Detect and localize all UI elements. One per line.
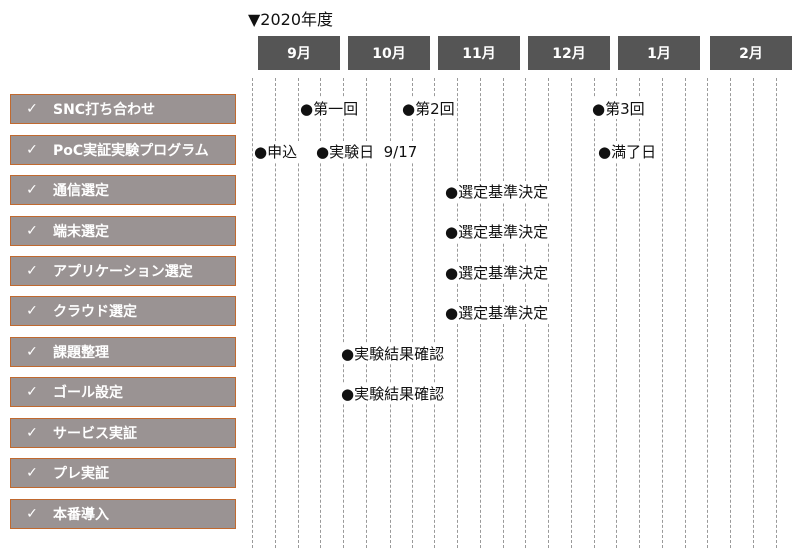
task-label: 課題整理 xyxy=(53,345,109,361)
task-label: クラウド選定 xyxy=(53,304,137,320)
gridline xyxy=(275,78,276,548)
month-header-nov: 11月 xyxy=(438,36,520,70)
gridline xyxy=(412,78,413,548)
check-icon: ✓ xyxy=(26,465,38,481)
event-experiment-day: ●実験日 9/17 xyxy=(316,141,420,162)
task-app-selection: ✓ アプリケーション選定 xyxy=(10,256,236,286)
task-network-selection: ✓ 通信選定 xyxy=(10,175,236,205)
task-device-selection: ✓ 端末選定 xyxy=(10,216,236,246)
gridline xyxy=(639,78,640,548)
gridline xyxy=(343,78,344,548)
task-label: ゴール設定 xyxy=(53,385,123,401)
check-icon: ✓ xyxy=(26,223,38,239)
task-goal-setting: ✓ ゴール設定 xyxy=(10,377,236,407)
check-icon: ✓ xyxy=(26,303,38,319)
event-device-criteria: ●選定基準決定 xyxy=(445,221,551,242)
event-goal-confirmation: ●実験結果確認 xyxy=(341,383,447,404)
task-production-rollout: ✓ 本番導入 xyxy=(10,499,236,529)
gridline xyxy=(298,78,299,548)
gridline xyxy=(685,78,686,548)
task-label: サービス実証 xyxy=(53,426,137,442)
event-issue-confirmation: ●実験結果確認 xyxy=(341,343,447,364)
check-icon: ✓ xyxy=(26,506,38,522)
event-cloud-criteria: ●選定基準決定 xyxy=(445,302,551,323)
gridline xyxy=(434,78,435,548)
gridline xyxy=(662,78,663,548)
task-label: プレ実証 xyxy=(53,466,109,482)
gridline xyxy=(366,78,367,548)
task-snc-meeting: ✓ SNC打ち合わせ xyxy=(10,94,236,124)
gridline xyxy=(594,78,595,548)
task-label: PoC実証実験プログラム xyxy=(53,143,209,159)
month-header-dec: 12月 xyxy=(528,36,610,70)
check-icon: ✓ xyxy=(26,384,38,400)
month-header-jan: 1月 xyxy=(618,36,700,70)
month-header-feb: 2月 xyxy=(710,36,792,70)
event-third-meeting: ●第3回 xyxy=(592,98,647,119)
month-header-sep: 9月 xyxy=(258,36,340,70)
gridline xyxy=(776,78,777,548)
event-expiry-day: ●満了日 xyxy=(598,141,659,162)
event-first-meeting: ●第一回 xyxy=(300,98,361,119)
task-label: SNC打ち合わせ xyxy=(53,102,156,118)
task-cloud-selection: ✓ クラウド選定 xyxy=(10,296,236,326)
gridline xyxy=(707,78,708,548)
check-icon: ✓ xyxy=(26,425,38,441)
task-label: 通信選定 xyxy=(53,183,109,199)
event-application: ●申込 xyxy=(254,141,300,162)
check-icon: ✓ xyxy=(26,263,38,279)
gridline xyxy=(616,78,617,548)
check-icon: ✓ xyxy=(26,344,38,360)
check-icon: ✓ xyxy=(26,101,38,117)
task-issue-review: ✓ 課題整理 xyxy=(10,337,236,367)
task-label: 端末選定 xyxy=(53,224,109,240)
event-second-meeting: ●第2回 xyxy=(402,98,457,119)
check-icon: ✓ xyxy=(26,182,38,198)
check-icon: ✓ xyxy=(26,142,38,158)
gridline xyxy=(390,78,391,548)
fiscal-year-label: ▼2020年度 xyxy=(248,10,334,29)
gridline xyxy=(571,78,572,548)
gridline xyxy=(320,78,321,548)
task-service-demo: ✓ サービス実証 xyxy=(10,418,236,448)
event-network-criteria: ●選定基準決定 xyxy=(445,181,551,202)
gridline xyxy=(252,78,253,548)
task-label: 本番導入 xyxy=(53,507,109,523)
task-label: アプリケーション選定 xyxy=(53,264,193,280)
task-pre-demo: ✓ プレ実証 xyxy=(10,458,236,488)
gridline xyxy=(753,78,754,548)
task-poc-program: ✓ PoC実証実験プログラム xyxy=(10,135,236,165)
gridline xyxy=(730,78,731,548)
event-app-criteria: ●選定基準決定 xyxy=(445,262,551,283)
month-header-oct: 10月 xyxy=(348,36,430,70)
